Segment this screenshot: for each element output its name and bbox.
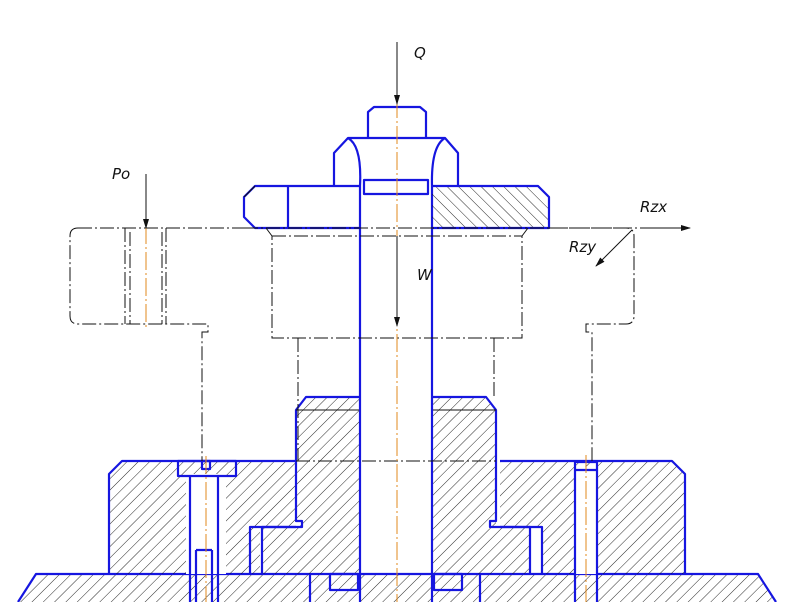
label-q: Q	[414, 44, 426, 62]
rzy-arrow	[595, 229, 633, 267]
workpiece-phantom	[69, 227, 690, 462]
label-rzx: Rzx	[640, 198, 667, 216]
label-rzy: Rzy	[569, 238, 597, 256]
seal-ring-left	[328, 572, 360, 592]
left-screw	[176, 459, 238, 602]
label-po: Po	[112, 165, 130, 183]
central-stud	[358, 186, 434, 602]
force-arrows	[143, 42, 691, 327]
seal-ring-right	[432, 572, 464, 592]
label-w: W	[417, 266, 433, 284]
center-lines	[145, 100, 587, 602]
lower-inner-lines	[308, 574, 482, 602]
central-bushing	[260, 395, 532, 574]
